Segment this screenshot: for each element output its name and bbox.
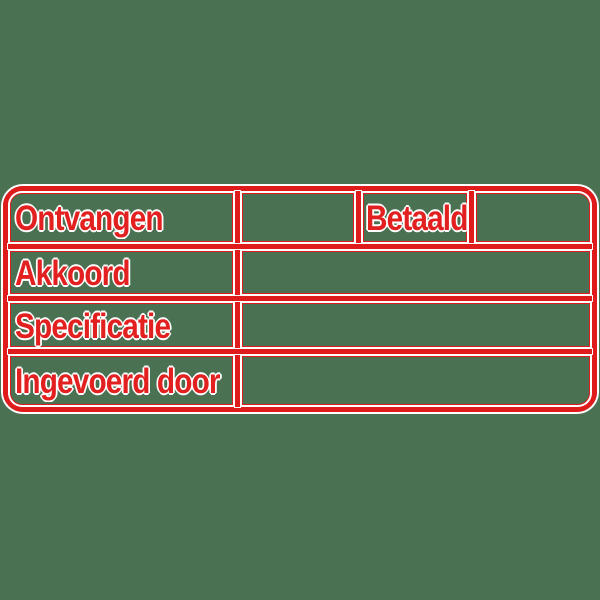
cell-ingevoerd-door-value <box>242 356 590 405</box>
specificatie-label: Specificatie <box>15 306 171 346</box>
betaald-label: Betaald <box>366 199 468 238</box>
cell-betaald-value <box>476 193 590 242</box>
cell-ontvangen-value <box>242 193 354 242</box>
row-divider-2 <box>8 296 592 301</box>
cell-ingevoerd-door-label: Ingevoerd door <box>10 356 233 405</box>
ontvangen-label: Ontvangen <box>15 199 164 238</box>
stamp-table: Ontvangen Betaald Akkoord Specificatie I… <box>3 186 597 412</box>
cell-betaald-label: Betaald <box>363 193 468 242</box>
cell-akkoord-label: Akkoord <box>10 251 233 294</box>
column-divider-betaald-left <box>356 191 361 244</box>
cell-akkoord-value <box>242 251 590 294</box>
column-divider-betaald-right <box>469 191 474 244</box>
row-divider-3 <box>8 349 592 354</box>
row-divider-1 <box>8 244 592 249</box>
cell-ontvangen-label: Ontvangen <box>10 193 233 242</box>
akkoord-label: Akkoord <box>15 254 131 293</box>
ingevoerd-door-label: Ingevoerd door <box>15 362 220 401</box>
cell-specificatie-value <box>242 303 590 347</box>
cell-specificatie-label: Specificatie <box>10 303 233 347</box>
